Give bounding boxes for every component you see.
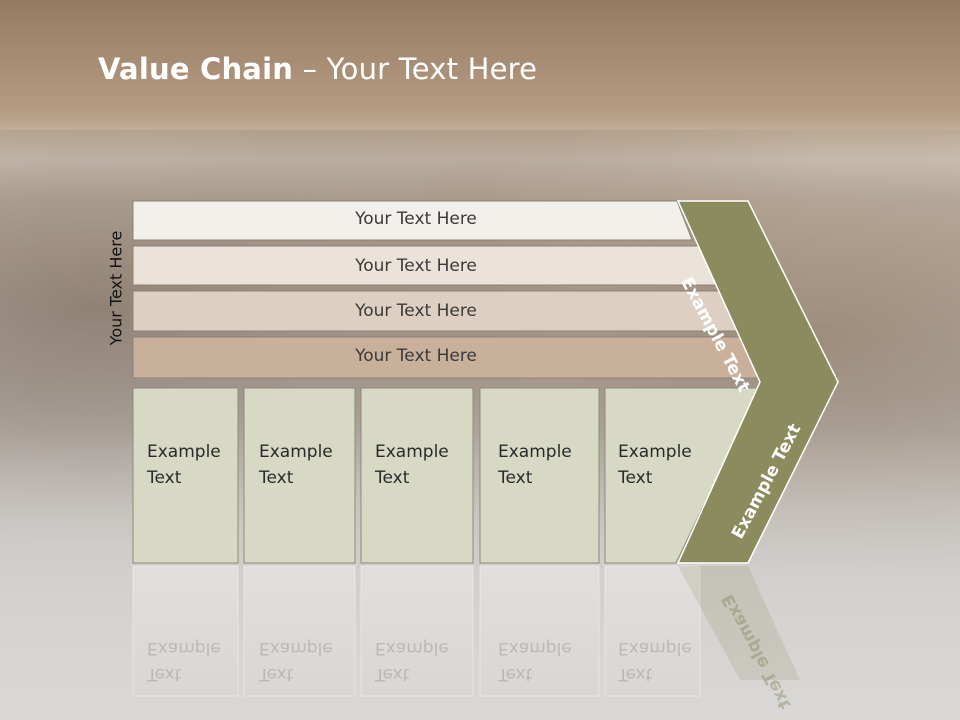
box-reflection-5 [604, 565, 701, 697]
box-reflection-2 [243, 565, 356, 697]
box-label-1-line2: Text [147, 468, 182, 488]
activity-box-3 [360, 387, 474, 564]
box-label-4-line2: Text [498, 468, 533, 488]
box-label-2-line2: Text [259, 468, 294, 488]
box-reflection-label-3-line1: Example [375, 638, 449, 658]
box-reflection-label-5-line1: Example [618, 638, 692, 658]
box-label-5-line2: Text [618, 468, 653, 488]
box-label-4-line1: Example [498, 442, 572, 462]
row-bar-1 [132, 200, 693, 241]
box-reflection-label-5-line2: Text [618, 664, 653, 684]
box-reflection-label-2-line2: Text [259, 664, 294, 684]
activity-box-2 [243, 387, 356, 564]
box-reflection-label-4: Text Example [498, 635, 572, 687]
box-reflection-label-5: Text Example [618, 635, 692, 687]
activity-box-1 [132, 387, 239, 564]
chevron-reflection [678, 566, 800, 680]
box-reflection-label-2: Text Example [259, 635, 333, 687]
row-label-2: Your Text Here [355, 256, 477, 276]
box-reflection-label-1-line2: Text [147, 664, 182, 684]
box-reflection-label-1-line1: Example [147, 638, 221, 658]
box-label-2-line1: Example [259, 442, 333, 462]
title-bold: Value Chain [98, 52, 294, 86]
slide-title: Value Chain – Your Text Here [98, 52, 537, 86]
box-reflection-1 [132, 565, 239, 697]
row-label-4: Your Text Here [355, 346, 477, 366]
box-reflection-3 [360, 565, 474, 697]
row-label-1: Your Text Here [355, 209, 477, 229]
activity-box-4 [479, 387, 600, 564]
box-reflection-label-4-line1: Example [498, 638, 572, 658]
box-reflection-label-4-line2: Text [498, 664, 533, 684]
activity-box-5 [604, 387, 761, 564]
box-label-3-line1: Example [375, 442, 449, 462]
title-rest: – Your Text Here [293, 52, 538, 86]
chevron-shape [676, 200, 839, 564]
box-reflection-4 [479, 565, 600, 697]
box-label-5-line1: Example [618, 442, 692, 462]
box-reflection-label-2-line1: Example [259, 638, 333, 658]
box-label-1-line1: Example [147, 442, 221, 462]
box-label-3-line2: Text [375, 468, 410, 488]
box-reflection-label-3-line2: Text [375, 664, 410, 684]
box-reflection-label-1: Text Example [147, 635, 221, 687]
row-label-3: Your Text Here [355, 301, 477, 321]
box-reflection-label-3: Text Example [375, 635, 449, 687]
